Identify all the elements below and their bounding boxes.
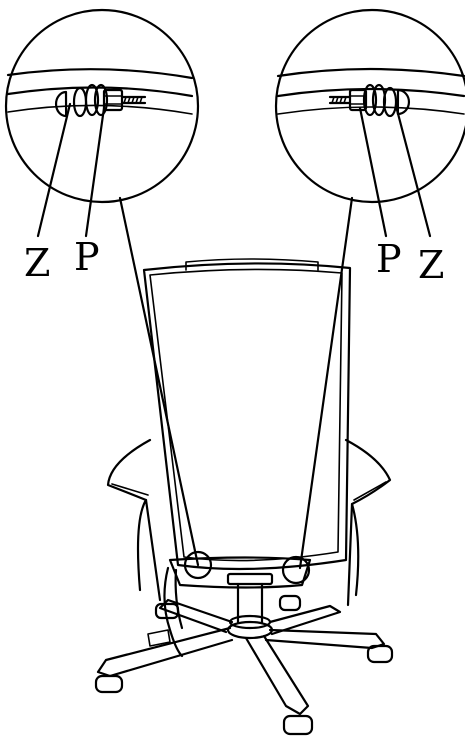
leader-right [298, 196, 354, 570]
chair-backrest [142, 258, 352, 571]
caster-front [282, 714, 314, 736]
label-right-p: P [376, 237, 402, 281]
caster-right [366, 644, 394, 664]
caster-back-left [154, 602, 180, 620]
caster-left [94, 674, 124, 694]
chair-armrest-left [106, 438, 162, 602]
label-right-z: Z [418, 243, 444, 287]
caster-back-right [278, 594, 302, 612]
leader-left [118, 196, 200, 567]
chair-seat-mechanism [147, 550, 312, 658]
chair-base [94, 582, 394, 736]
label-left-z: Z [24, 241, 50, 285]
left-detail-callout [4, 8, 200, 238]
right-detail-callout [274, 8, 465, 238]
label-left-p: P [74, 235, 100, 279]
chair-armrest-right [344, 438, 392, 607]
